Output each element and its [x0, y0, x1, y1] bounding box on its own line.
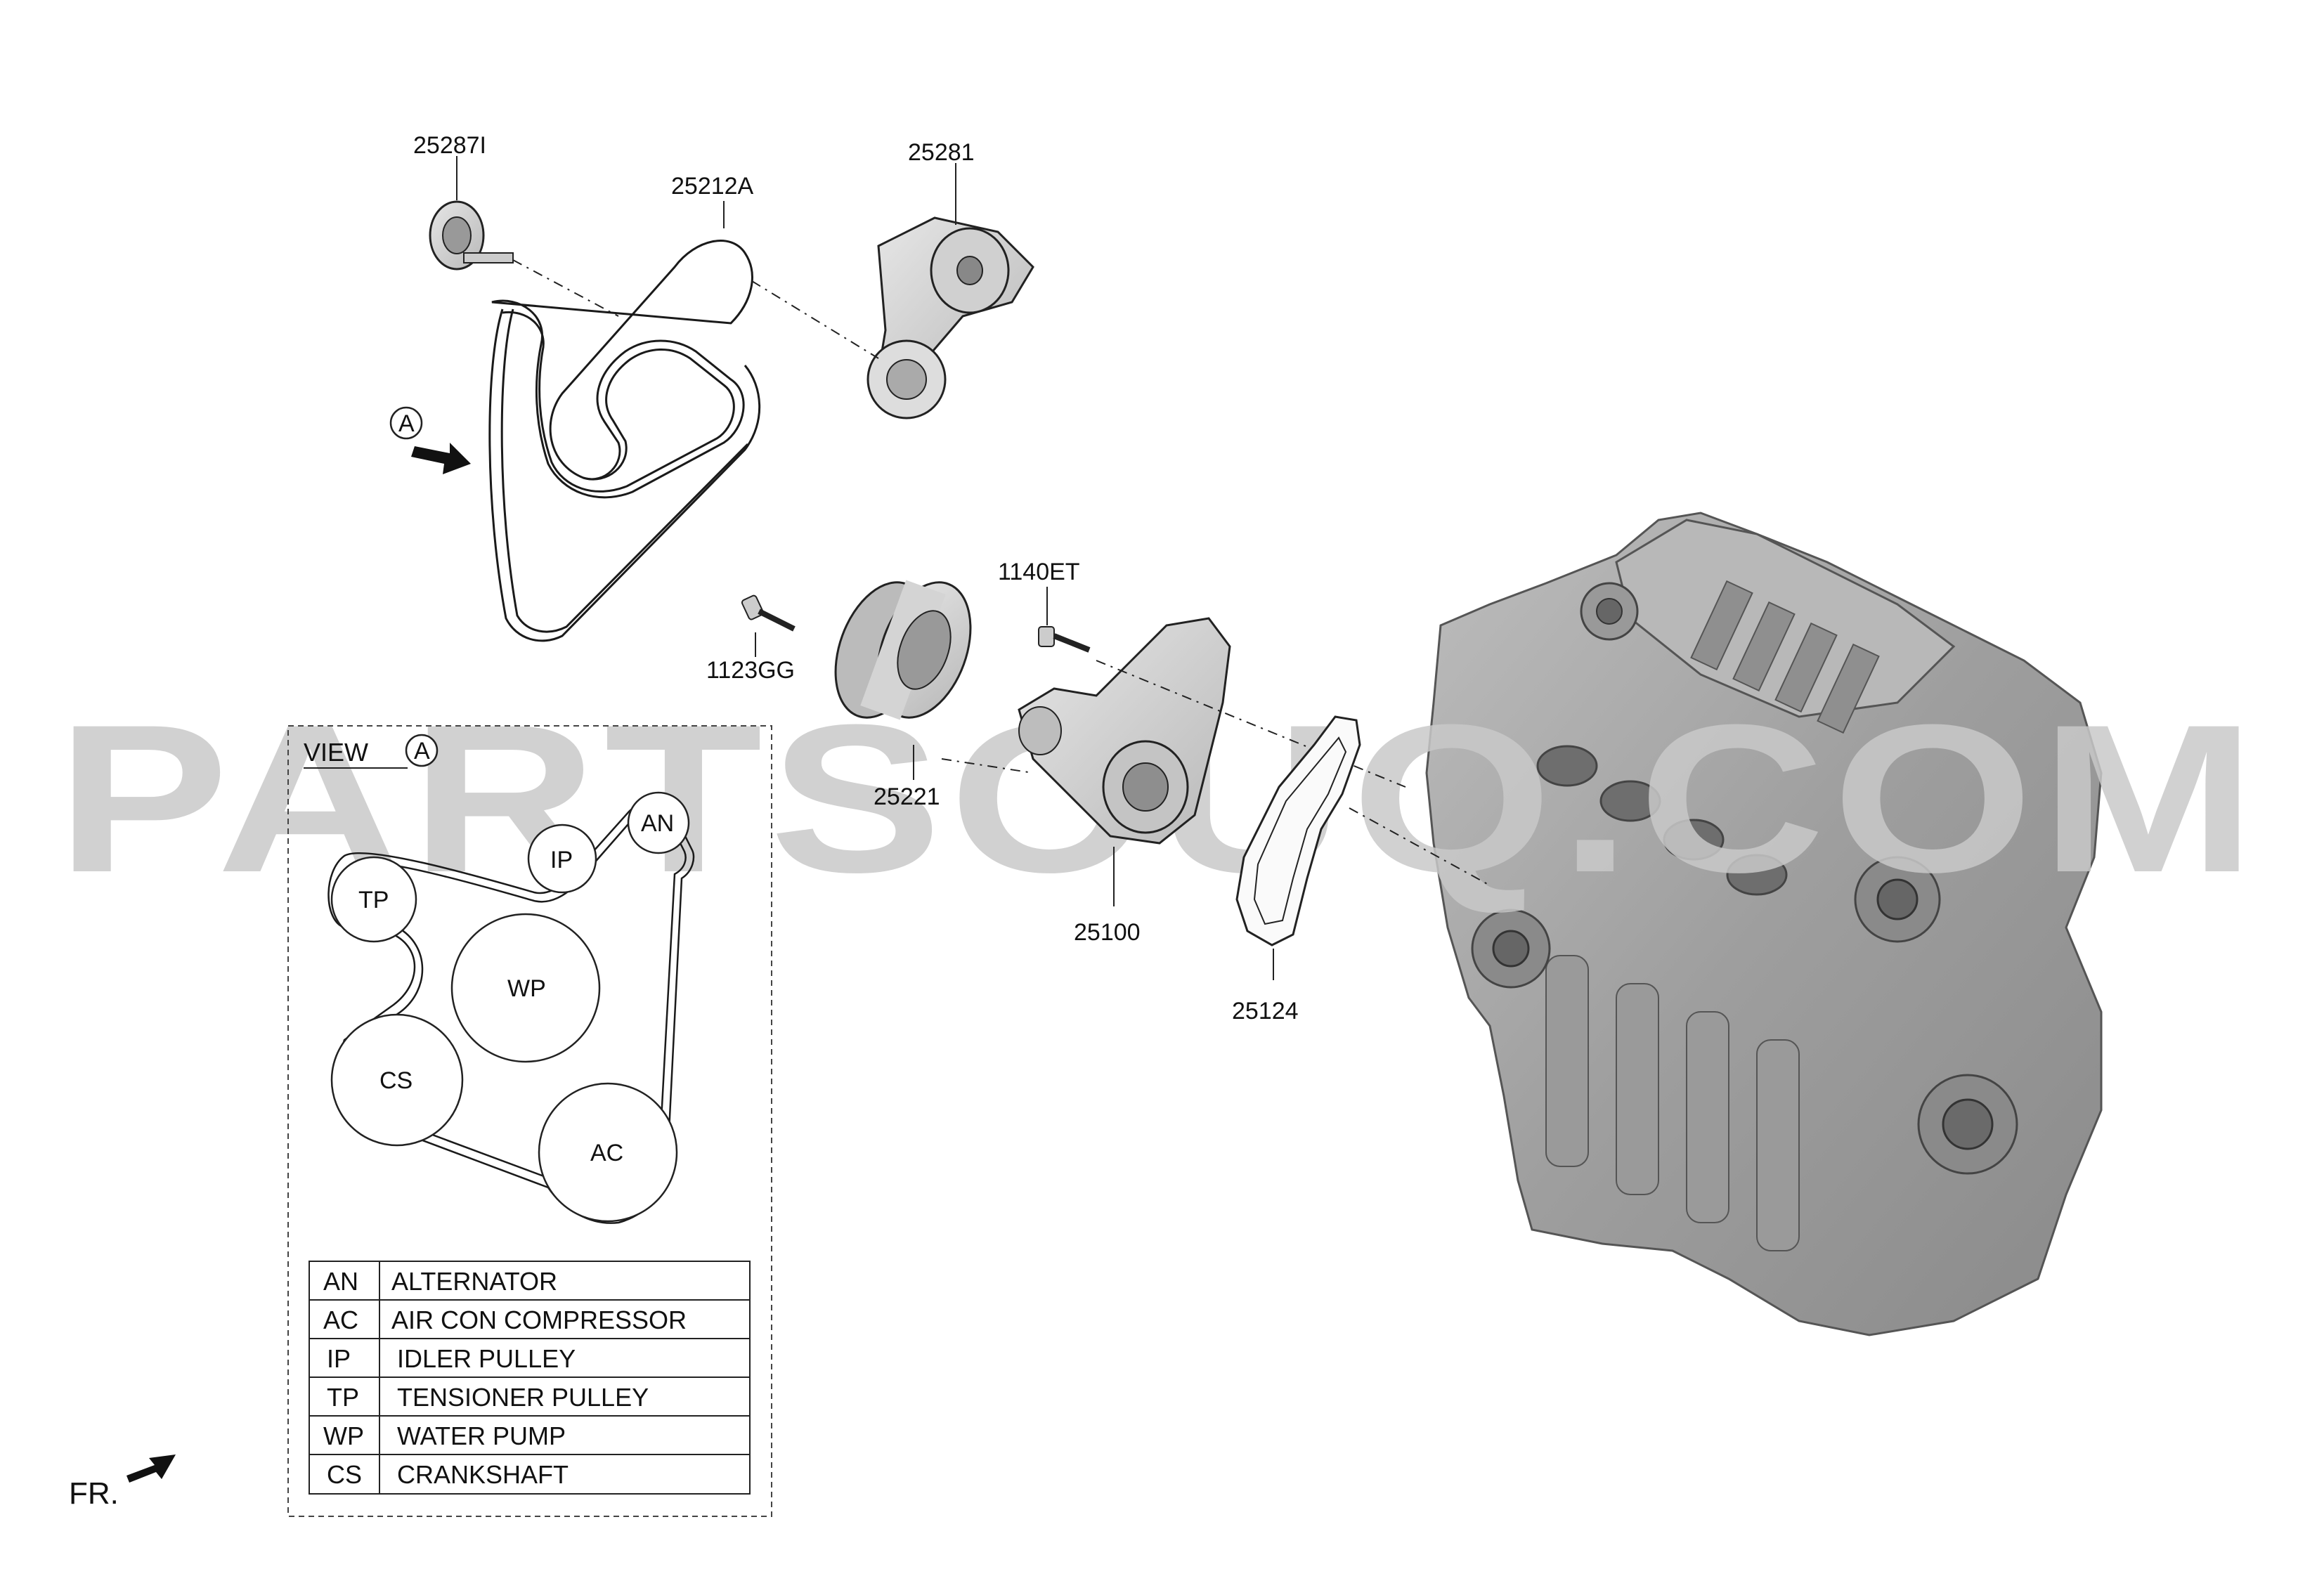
- pulley-cs: CS: [330, 1013, 464, 1147]
- water-pump-pulley-part: [834, 580, 972, 720]
- legend-name: CRANKSHAFT: [397, 1460, 569, 1489]
- pulley-cs-label: CS: [379, 1067, 413, 1094]
- legend-code: IP: [327, 1344, 351, 1373]
- tensioner-assembly-part: [751, 216, 1034, 419]
- bolt-1140ET-part: [1038, 626, 1091, 653]
- view-a-panel: VIEW A AN IP TP WP CS A: [287, 725, 772, 1517]
- legend-code: AN: [323, 1267, 358, 1296]
- pulley-tp-label: TP: [358, 887, 389, 913]
- bolt-1123GG-part: [741, 594, 796, 632]
- pulley-tp: TP: [330, 856, 417, 943]
- callout-1123GG: 1123GG: [706, 657, 795, 684]
- callout-25124: 25124: [1232, 998, 1299, 1024]
- legend-code: WP: [323, 1421, 364, 1450]
- view-a-marker: A: [389, 406, 471, 474]
- water-pump-gasket-part: [1235, 715, 1491, 946]
- pulley-ip-label: IP: [550, 847, 573, 873]
- serpentine-belt-illustration: [488, 240, 761, 642]
- front-indicator: FR.: [69, 1454, 176, 1511]
- callout-25100: 25100: [1074, 919, 1141, 946]
- legend-code: TP: [327, 1383, 359, 1412]
- pulley-ac-label: AC: [590, 1140, 623, 1166]
- water-pump-part: [941, 617, 1406, 845]
- pulley-ac: AC: [538, 1082, 678, 1223]
- view-a-title-marker: A: [414, 738, 430, 764]
- callout-25212A: 25212A: [671, 173, 754, 200]
- callout-25287I: 25287I: [413, 132, 486, 159]
- idler-pulley-part: [429, 200, 619, 317]
- callout-25221: 25221: [874, 783, 940, 810]
- legend-name: TENSIONER PULLEY: [397, 1383, 649, 1412]
- engine-block-illustration: [1425, 512, 2103, 1336]
- pulley-legend-table: AN ALTERNATOR AC AIR CON COMPRESSOR IP I…: [309, 1261, 751, 1495]
- callout-25281: 25281: [908, 139, 975, 166]
- front-label: FR.: [69, 1476, 119, 1511]
- legend-name: WATER PUMP: [397, 1421, 566, 1450]
- pulley-wp: WP: [450, 913, 601, 1063]
- view-a-marker-letter: A: [398, 410, 415, 437]
- legend-name: ALTERNATOR: [391, 1267, 557, 1296]
- legend-code: AC: [323, 1306, 358, 1334]
- pulley-an: AN: [627, 791, 690, 854]
- legend-code: CS: [327, 1460, 362, 1489]
- legend-name: IDLER PULLEY: [397, 1344, 576, 1373]
- pulley-ip: IP: [527, 824, 597, 894]
- legend-name: AIR CON COMPRESSOR: [391, 1306, 687, 1334]
- pulley-an-label: AN: [641, 810, 674, 837]
- pulley-wp-label: WP: [507, 975, 546, 1002]
- callout-1140ET: 1140ET: [998, 559, 1080, 585]
- view-a-title: VIEW: [304, 738, 368, 767]
